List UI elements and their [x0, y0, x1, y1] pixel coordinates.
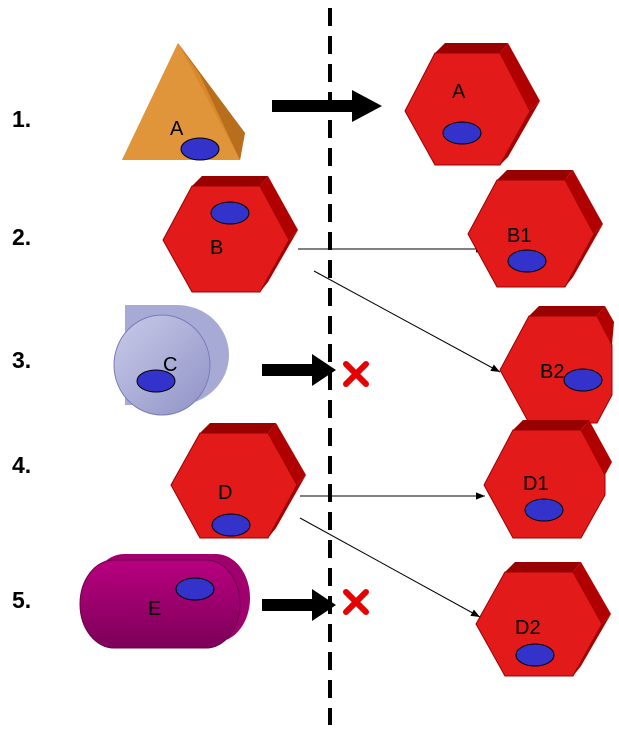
red-cross-icon	[343, 361, 369, 387]
thick-arrow-3	[262, 354, 336, 386]
hexagon-d-label: D	[218, 482, 232, 504]
hexagon-a-label: A	[452, 81, 466, 103]
capsule-e-label: E	[148, 598, 161, 620]
triangle-a: A	[122, 43, 245, 161]
capsule-e: E	[79, 554, 250, 649]
hexagon-b2-result: B2	[499, 306, 614, 424]
hexagon-d2-result: D2	[475, 562, 611, 677]
arrow-d-to-d2	[299, 517, 481, 618]
hexagon-a-result: A	[404, 43, 540, 166]
step-number-1: 1.	[12, 106, 31, 132]
hexagon-d1-label: D1	[523, 473, 549, 495]
triangle-a-label: A	[170, 118, 184, 140]
hexagon-b2-label: B2	[540, 361, 564, 383]
step-number-4: 4.	[12, 452, 31, 478]
hexagon-b: B	[162, 176, 298, 293]
hexagon-d: D	[170, 423, 306, 539]
cylinder-c-label: C	[163, 354, 177, 376]
arrow-b-to-b2	[313, 270, 501, 373]
hexagon-d2-label: D2	[515, 617, 541, 639]
hexagon-b1-result: B1	[467, 170, 603, 288]
hexagon-b1-label: B1	[507, 225, 531, 247]
hexagon-b-label: B	[210, 237, 223, 259]
thick-arrow-5	[262, 589, 336, 621]
hexagon-d1-result: D1	[483, 420, 612, 539]
step-number-2: 2.	[12, 224, 31, 250]
cylinder-c: C	[113, 305, 229, 416]
red-cross-icon	[343, 589, 369, 615]
step-number-5: 5.	[12, 587, 31, 613]
step-number-3: 3.	[12, 347, 31, 373]
thick-arrow-1	[272, 90, 382, 122]
